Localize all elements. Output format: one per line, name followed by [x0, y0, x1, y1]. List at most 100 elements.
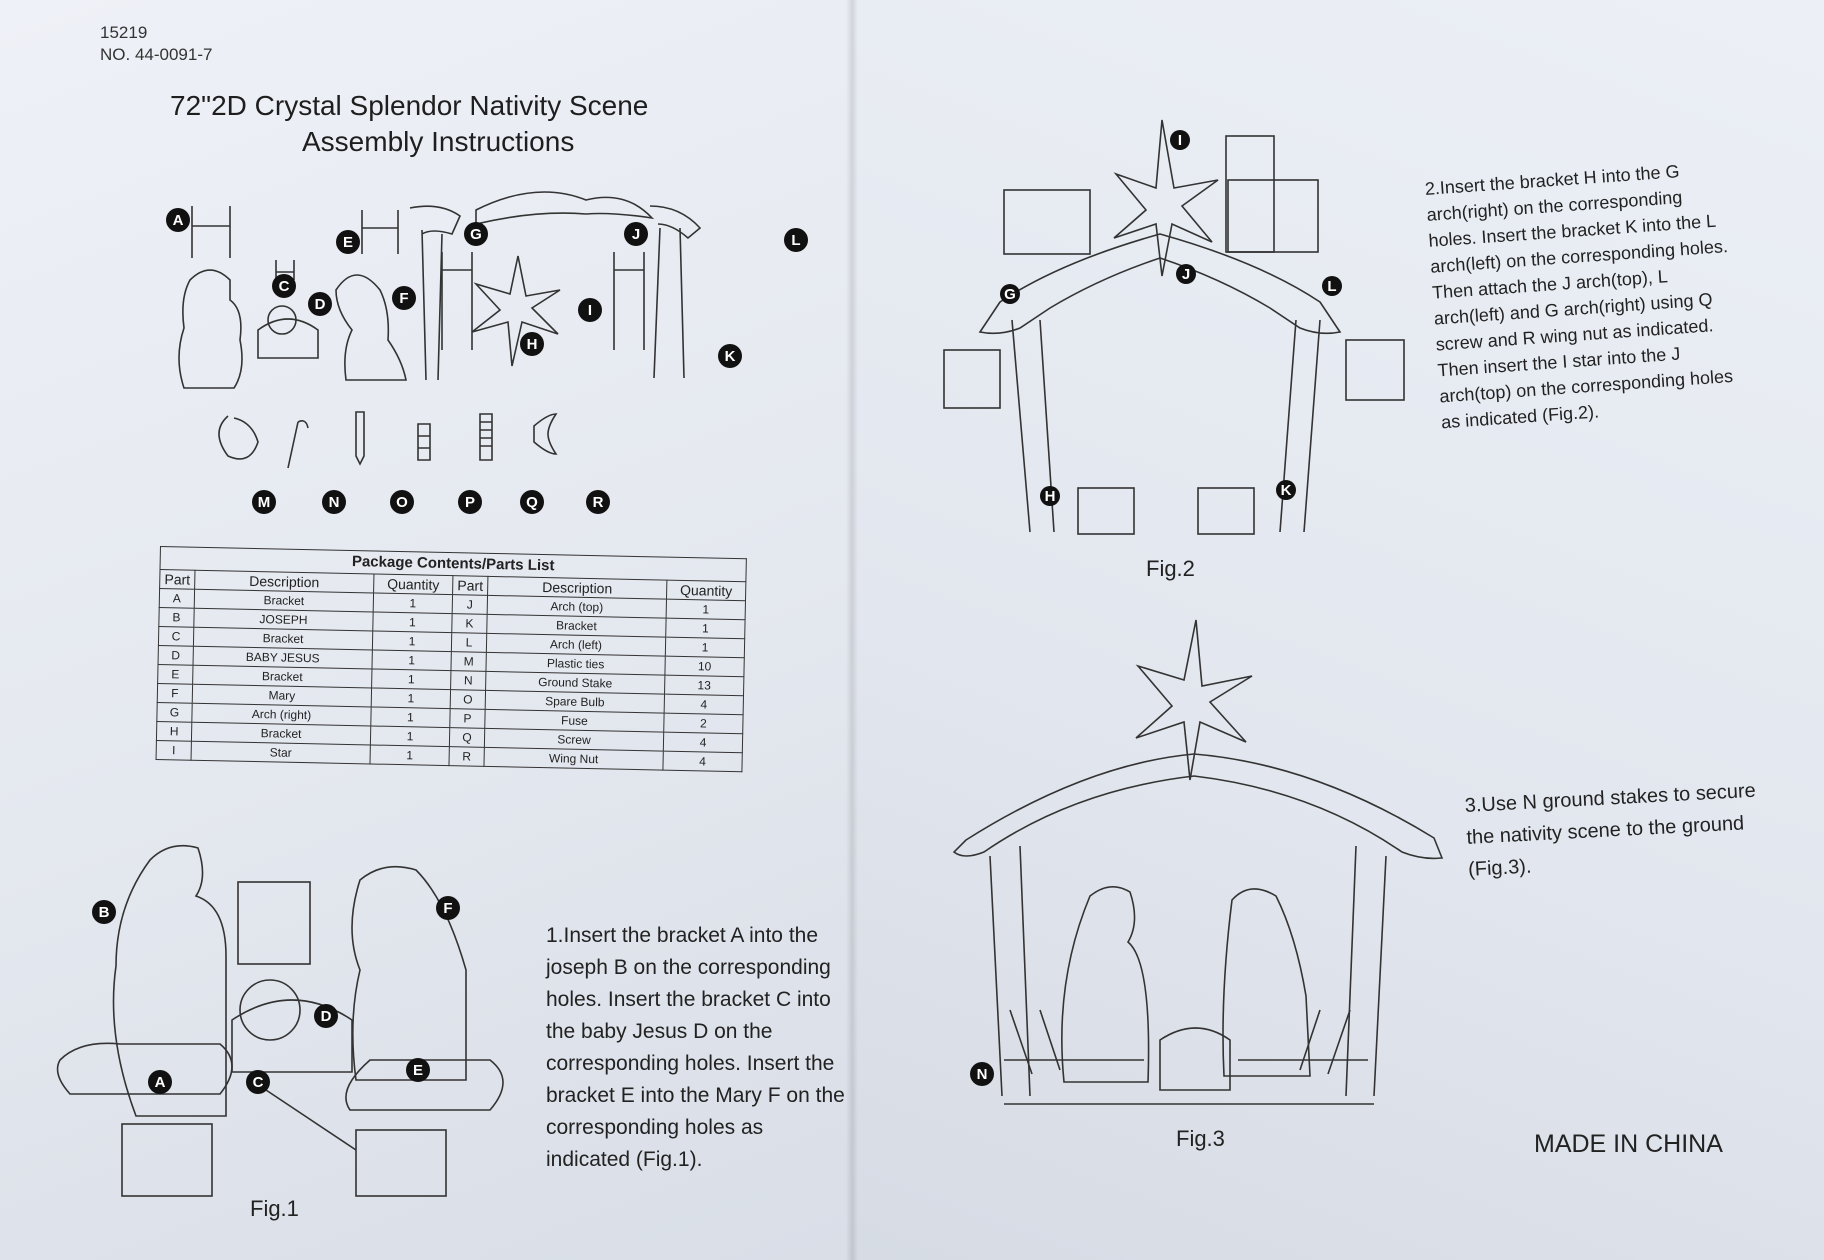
- wing-nut-drawing: [533, 413, 558, 455]
- svg-text:C: C: [253, 1074, 264, 1091]
- fig3-label: Fig.3: [1176, 1126, 1225, 1151]
- svg-text:D: D: [315, 296, 326, 313]
- marker-n: N: [322, 490, 346, 514]
- fig1-detail-leader: [259, 1085, 357, 1151]
- fig1-marker-e: E: [406, 1058, 430, 1082]
- marker-e: E: [336, 230, 360, 254]
- star-drawing: [471, 255, 561, 367]
- left-page: [0, 0, 852, 1260]
- svg-text:Q: Q: [526, 494, 538, 511]
- fig3-stake-arrows: [1009, 1009, 1351, 1075]
- marker-h: H: [520, 332, 544, 356]
- svg-text:M: M: [258, 494, 271, 511]
- fig1-joseph-base: [56, 1042, 233, 1095]
- joseph-drawing: [178, 269, 243, 389]
- svg-text:O: O: [396, 494, 408, 511]
- bracket-e-drawing: [361, 210, 399, 254]
- fig2-detail-box-star: [1225, 135, 1275, 253]
- marker-d: D: [308, 292, 332, 316]
- svg-text:A: A: [173, 212, 184, 229]
- fig2-bottom-box-left: [1077, 487, 1135, 535]
- step-2-instructions: 2.Insert the bracket H into the G arch(r…: [1424, 161, 1734, 433]
- svg-text:L: L: [791, 232, 800, 249]
- fig1-mary-drawing: [351, 865, 467, 1081]
- fig1-marker-c: C: [246, 1070, 270, 1094]
- svg-text:P: P: [465, 494, 475, 511]
- svg-text:J: J: [1182, 266, 1190, 283]
- fig1-baby-drawing: [231, 979, 353, 1073]
- svg-text:F: F: [443, 900, 452, 917]
- fig1-joseph-drawing: [112, 844, 227, 1117]
- svg-text:H: H: [1045, 488, 1056, 505]
- fig1-marker-b: B: [92, 900, 116, 924]
- svg-text:I: I: [588, 302, 592, 319]
- marker-m: M: [252, 490, 276, 514]
- title-line-1: 72"2D Crystal Splendor Nativity Scene: [170, 90, 649, 121]
- svg-text:H: H: [527, 336, 538, 353]
- marker-k: K: [718, 344, 742, 368]
- fig2-marker-l: L: [1322, 276, 1342, 296]
- part-letter-markers: A C D E F G H I J K L M N O P Q R: [166, 208, 808, 514]
- parts-illustrations: A C D E F G H I J K L M N O P Q R: [166, 191, 808, 514]
- fig3-roof-drawing: [952, 753, 1444, 860]
- bracket-h-drawing: [441, 252, 473, 350]
- svg-text:N: N: [977, 1066, 988, 1083]
- svg-text:E: E: [413, 1062, 423, 1079]
- fig3-star-drawing: [1135, 619, 1253, 781]
- fig1-marker-f: F: [436, 896, 460, 920]
- fig2-roof-drawing: [978, 233, 1342, 335]
- fig2-marker-h: H: [1040, 486, 1060, 506]
- fig2-detail-box-right: [1227, 179, 1319, 253]
- svg-text:N: N: [329, 494, 340, 511]
- fig3-mary-drawing: [1222, 888, 1311, 1077]
- fig2-posts-drawing: [1011, 319, 1321, 533]
- fig1-marker-d: D: [314, 1004, 338, 1028]
- fig2-label: Fig.2: [1146, 556, 1195, 581]
- fig2-marker-i: I: [1170, 130, 1190, 150]
- step-3-instructions: 3.Use N ground stakes to secure the nati…: [1464, 779, 1757, 881]
- svg-text:I: I: [1178, 132, 1182, 149]
- fig1-marker-a: A: [148, 1070, 172, 1094]
- marker-a: A: [166, 208, 190, 232]
- document-title: 72"2D Crystal Splendor Nativity Scene As…: [170, 88, 770, 160]
- right-page: [852, 0, 1824, 1260]
- marker-c: C: [272, 274, 296, 298]
- fuse-drawing: [417, 423, 431, 461]
- marker-f: F: [392, 286, 416, 310]
- svg-text:E: E: [343, 234, 353, 251]
- fig1-detail-box-right: [355, 1129, 447, 1197]
- model-number: NO. 44-0091-7: [100, 45, 213, 64]
- fig3-marker-n: N: [970, 1062, 994, 1086]
- model-code: 15219 NO. 44-0091-7: [100, 22, 212, 66]
- fig3-joseph-drawing: [1061, 886, 1150, 1083]
- fig1-mary-base: [345, 1059, 504, 1111]
- baby-jesus-drawing: [257, 305, 319, 359]
- marker-g: G: [464, 222, 488, 246]
- arch-left-drawing: [649, 205, 702, 379]
- svg-text:R: R: [593, 494, 604, 511]
- arch-top-drawing: [475, 191, 655, 226]
- ground-stake-drawing: [287, 420, 309, 469]
- fig2-star-drawing: [1113, 119, 1219, 277]
- bracket-a-drawing: [191, 206, 231, 258]
- svg-text:K: K: [725, 348, 736, 365]
- fig3-posts-drawing: [989, 845, 1387, 1097]
- marker-r: R: [586, 490, 610, 514]
- svg-text:J: J: [632, 226, 640, 243]
- fig2-side-box-left: [943, 349, 1001, 409]
- marker-j: J: [624, 222, 648, 246]
- fig1-detail-box-top: [237, 881, 311, 965]
- svg-text:G: G: [470, 226, 482, 243]
- bracket-c-drawing: [275, 260, 295, 280]
- step-1-instructions: 1.Insert the bracket A into the joseph B…: [546, 924, 845, 1171]
- svg-text:A: A: [155, 1074, 166, 1091]
- title-line-2: Assembly Instructions: [302, 126, 575, 157]
- marker-l: L: [784, 228, 808, 252]
- fig2-marker-j: J: [1176, 264, 1196, 284]
- made-in-label: MADE IN CHINA: [1534, 1130, 1723, 1158]
- screw-drawing: [479, 413, 493, 461]
- plastic-tie-drawing: [218, 415, 259, 460]
- fig3-baby-drawing: [1159, 1027, 1231, 1091]
